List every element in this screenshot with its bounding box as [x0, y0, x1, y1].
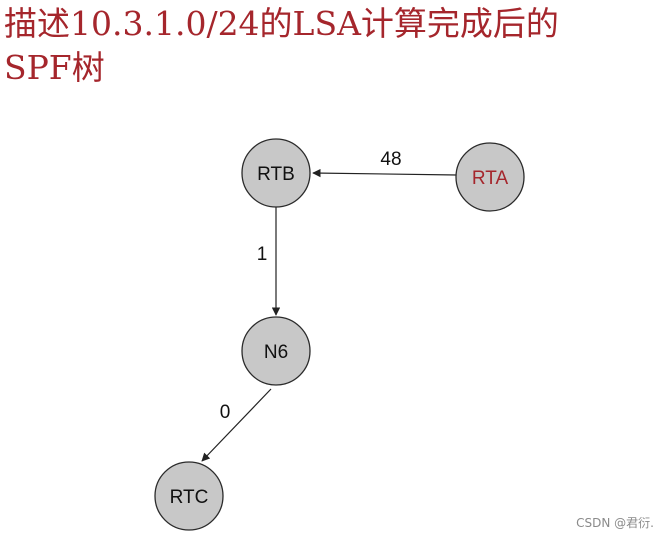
- node-n6-label: N6: [264, 342, 288, 363]
- watermark: CSDN @君衍.: [576, 516, 654, 530]
- node-n6: N6: [241, 316, 311, 386]
- node-rta-label: RTA: [472, 168, 509, 189]
- edge-rta-rtb-cost: 48: [380, 149, 401, 170]
- node-rta: RTA: [455, 142, 525, 212]
- page-title: 描述10.3.1.0/24的LSA计算完成后的 SPF树: [4, 2, 664, 90]
- node-rtb: RTB: [241, 138, 311, 208]
- node-rtb-circle: [241, 138, 311, 208]
- edge-n6-rtc-cost: 0: [220, 402, 231, 423]
- edge-rta-rtb: 48: [312, 149, 458, 178]
- title-line-2: SPF树: [4, 48, 105, 87]
- edge-rta-rtb-line: [312, 168, 458, 178]
- node-rta-circle: [455, 142, 525, 212]
- node-rtc: RTC: [154, 461, 224, 531]
- edge-n6-rtc-line: [201, 388, 272, 462]
- edge-rtb-n6-cost: 1: [257, 244, 268, 265]
- node-rtb-label: RTB: [257, 164, 295, 185]
- node-rtc-label: RTC: [170, 487, 209, 508]
- edge-n6-rtc: 0: [201, 388, 272, 462]
- edge-rtb-n6: 1: [257, 207, 281, 316]
- node-n6-circle: [241, 316, 311, 386]
- title-line-1: 描述10.3.1.0/24的LSA计算完成后的: [4, 4, 559, 43]
- node-rtc-circle: [154, 461, 224, 531]
